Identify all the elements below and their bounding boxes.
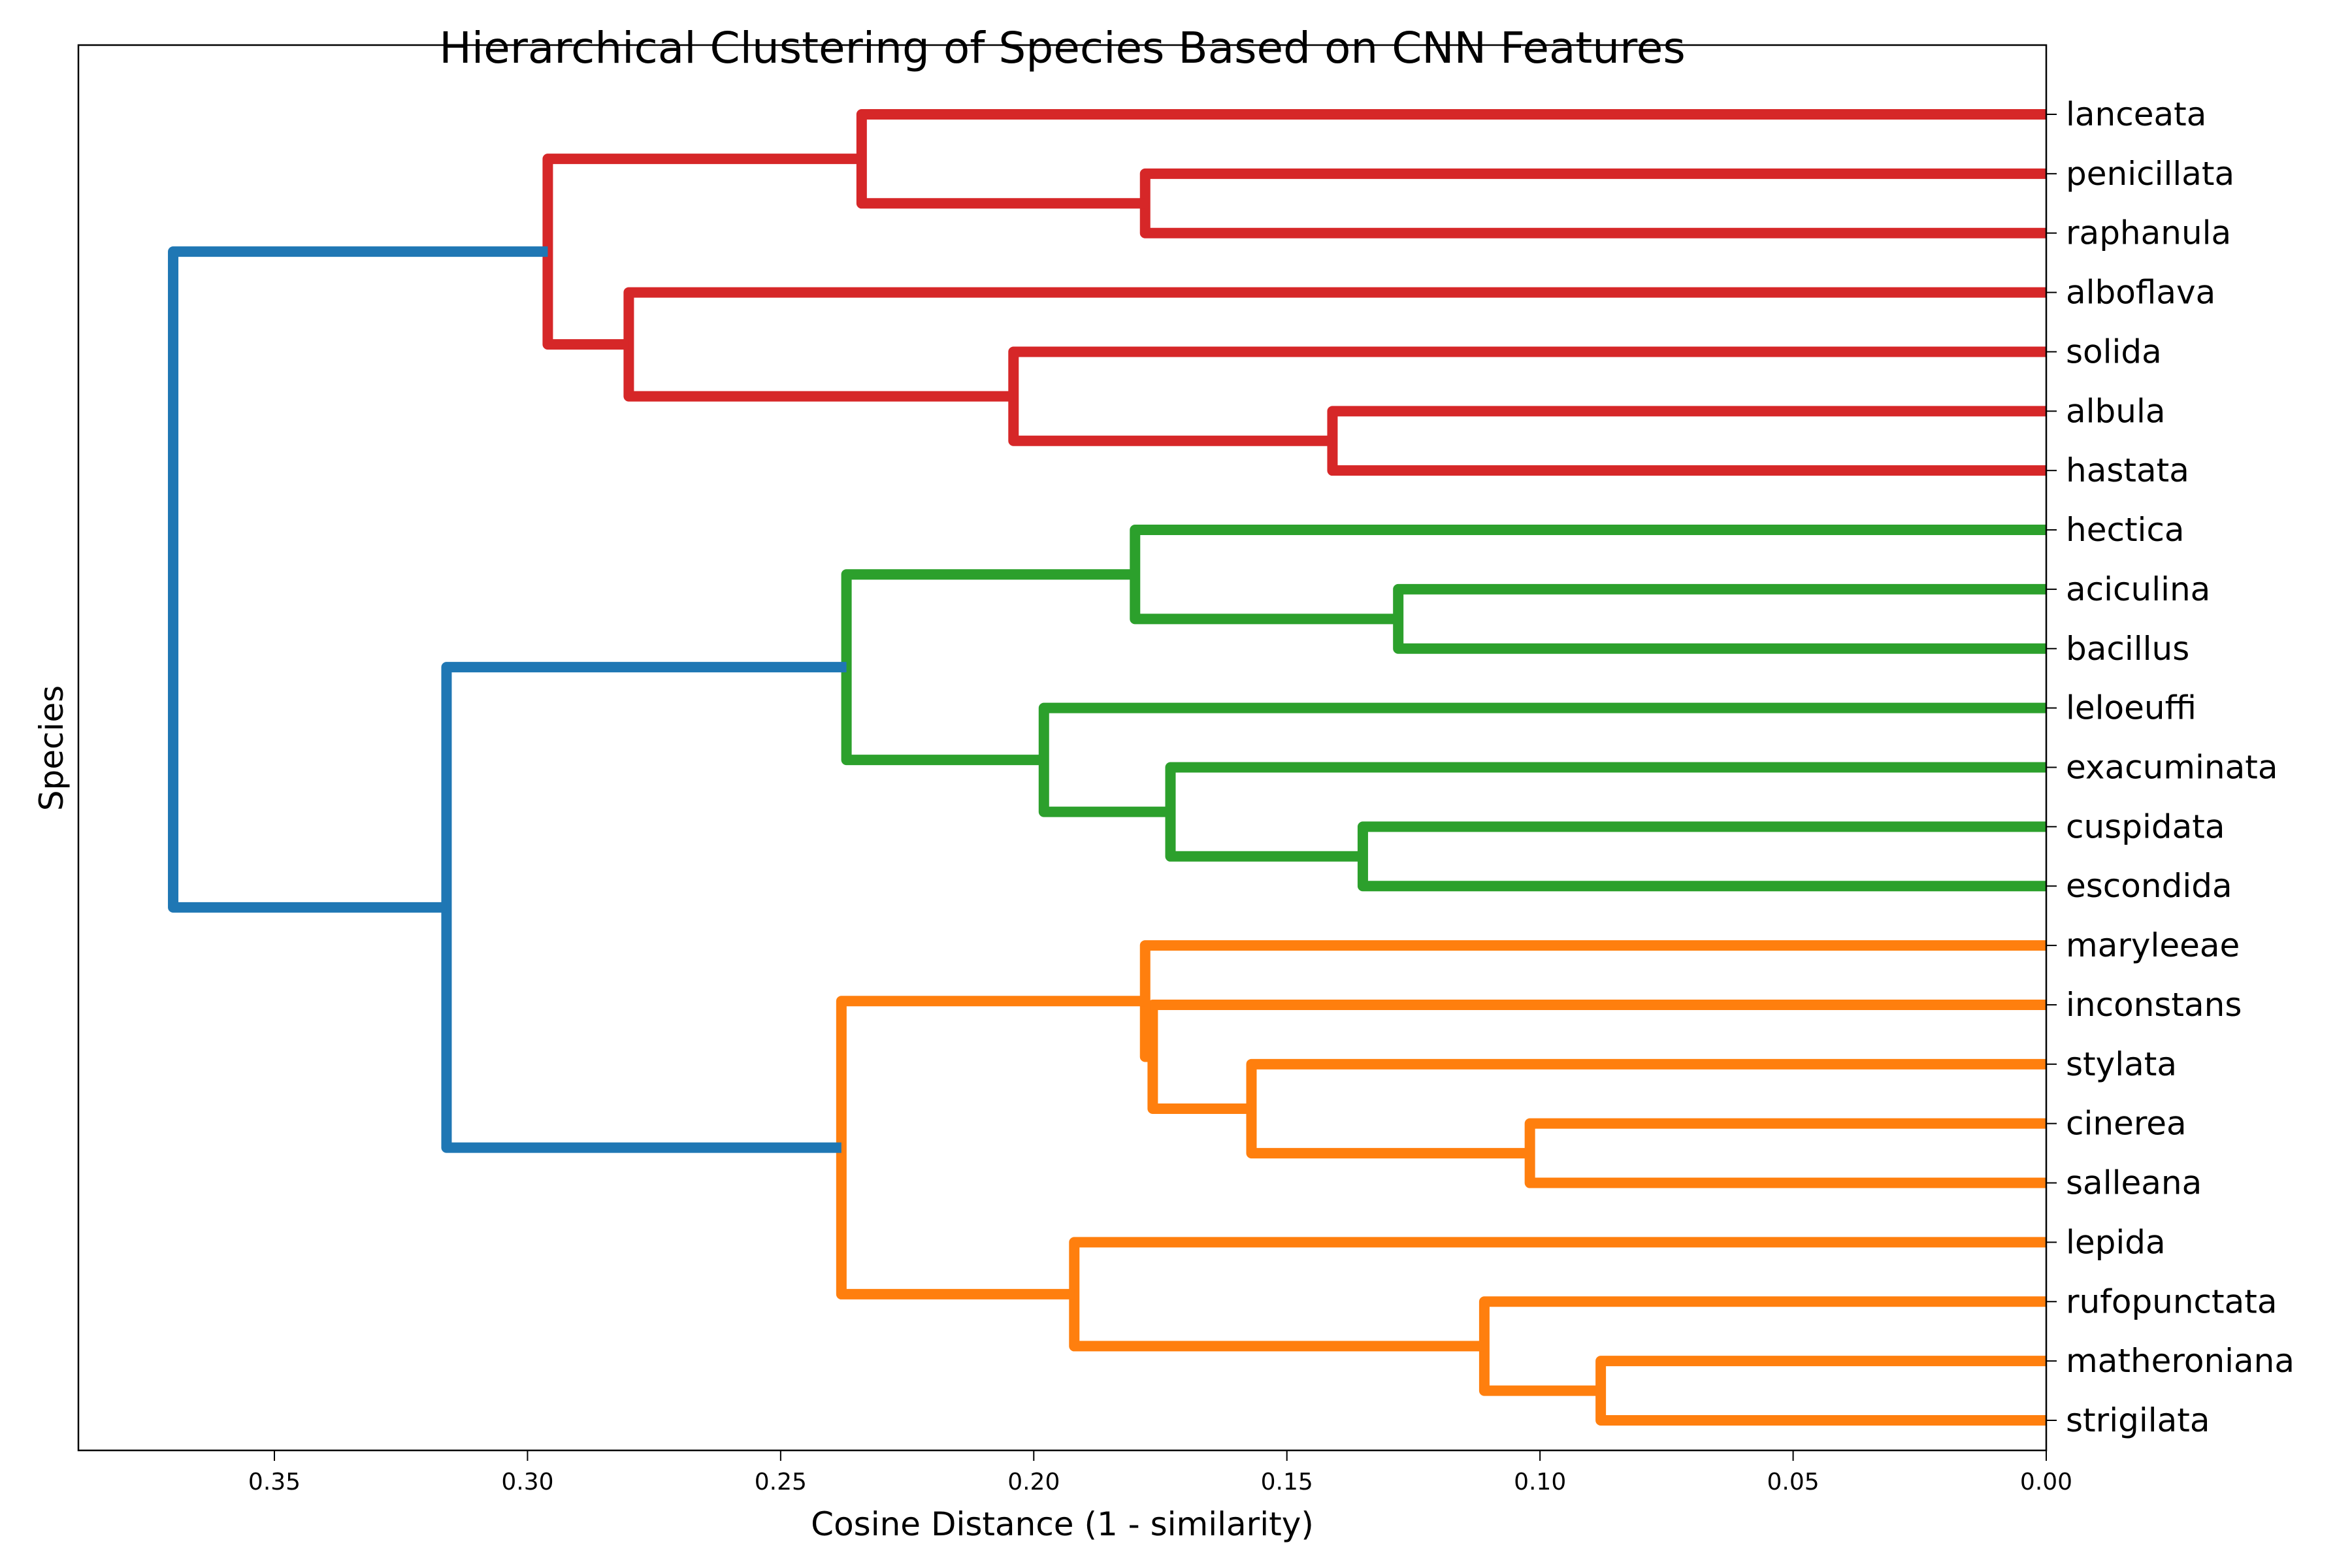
leaf-label-salleana: salleana xyxy=(2066,1164,2202,1202)
leaf-label-maryleeae: maryleeae xyxy=(2066,926,2240,964)
leaf-label-cinerea: cinerea xyxy=(2066,1105,2187,1143)
dendrogram-link-m18 xyxy=(1069,1237,2046,1352)
leaf-label-alboflava: alboflava xyxy=(2066,274,2215,312)
dendrogram-link-m12 xyxy=(1524,1118,2046,1188)
dendrogram-link-m16 xyxy=(1595,1356,2046,1426)
leaf-label-inconstans: inconstans xyxy=(2066,986,2242,1024)
dendrogram-link-m19 xyxy=(836,996,1145,1299)
dendrogram-link-m0 xyxy=(1139,168,2046,238)
leaf-label-cuspidata: cuspidata xyxy=(2066,808,2225,845)
x-tick-label: 0.10 xyxy=(1514,1469,1566,1495)
x-tick-label: 0.05 xyxy=(1767,1469,1819,1495)
leaf-label-lepida: lepida xyxy=(2066,1223,2166,1261)
chart-title: Hierarchical Clustering of Species Based… xyxy=(439,23,1686,73)
dendrogram-link-m6 xyxy=(1393,583,2046,654)
leaf-label-escondida: escondida xyxy=(2066,867,2232,905)
leaf-label-exacuminata: exacuminata xyxy=(2066,749,2278,787)
leaf-label-solida: solida xyxy=(2066,333,2162,370)
dendrogram-link-m17 xyxy=(1478,1296,2046,1396)
x-tick-label: 0.30 xyxy=(501,1469,553,1495)
dendrogram-link-m13 xyxy=(1246,1058,2046,1159)
dendrogram-link-m8 xyxy=(1357,821,2046,892)
x-tick-label: 0.00 xyxy=(2020,1469,2072,1495)
leaf-label-penicillata: penicillata xyxy=(2066,155,2234,193)
leaf-label-hectica: hectica xyxy=(2066,511,2185,549)
dendrogram-link-m9 xyxy=(1165,762,2046,862)
dendrogram-link-m1 xyxy=(856,109,2046,209)
y-axis-label: Species xyxy=(33,685,71,811)
leaf-label-albula: albula xyxy=(2066,392,2166,430)
leaf-label-strigilata: strigilata xyxy=(2066,1401,2210,1439)
x-axis-label: Cosine Distance (1 - similarity) xyxy=(811,1505,1314,1543)
dendrogram-link-m11 xyxy=(841,569,1135,766)
dendrogram-link-m14 xyxy=(1147,999,2046,1114)
plot-frame xyxy=(77,44,2048,1452)
x-tick-label: 0.15 xyxy=(1261,1469,1313,1495)
leaf-label-rufopunctata: rufopunctata xyxy=(2066,1282,2278,1320)
dendrogram-link-m3 xyxy=(1008,346,2046,446)
dendrogram-link-m10 xyxy=(1038,702,2046,817)
dendrogram-link-m5 xyxy=(542,154,862,350)
leaf-label-bacillus: bacillus xyxy=(2066,630,2189,668)
x-tick-label: 0.35 xyxy=(248,1469,301,1495)
leaf-label-leloeuffi: leloeuffi xyxy=(2066,689,2197,727)
dendrogram-links xyxy=(168,109,2046,1426)
leaf-label-raphanula: raphanula xyxy=(2066,214,2231,252)
dendrogram-link-m2 xyxy=(1327,406,2046,476)
leaf-label-hastata: hastata xyxy=(2066,451,2189,489)
leaf-labels: lanceata penicillata raphanula alboflava sol… xyxy=(2046,95,2295,1439)
leaf-label-stylata: stylata xyxy=(2066,1045,2177,1083)
dendrogram-link-m21 xyxy=(168,246,548,913)
x-tick-label: 0.20 xyxy=(1007,1469,1060,1495)
dendrogram-link-m7 xyxy=(1130,525,2046,625)
leaf-label-aciculina: aciculina xyxy=(2066,570,2210,608)
dendrogram-link-m20 xyxy=(441,662,847,1153)
dendrogram-link-m4 xyxy=(623,287,2046,402)
leaf-label-lanceata: lanceata xyxy=(2066,95,2206,133)
x-axis-ticks: 0.35 0.30 0.25 0.20 0.15 0.10 0.05 0.00 xyxy=(248,1450,2072,1495)
x-tick-label: 0.25 xyxy=(755,1469,807,1495)
leaf-label-matheroniana: matheroniana xyxy=(2066,1342,2295,1380)
